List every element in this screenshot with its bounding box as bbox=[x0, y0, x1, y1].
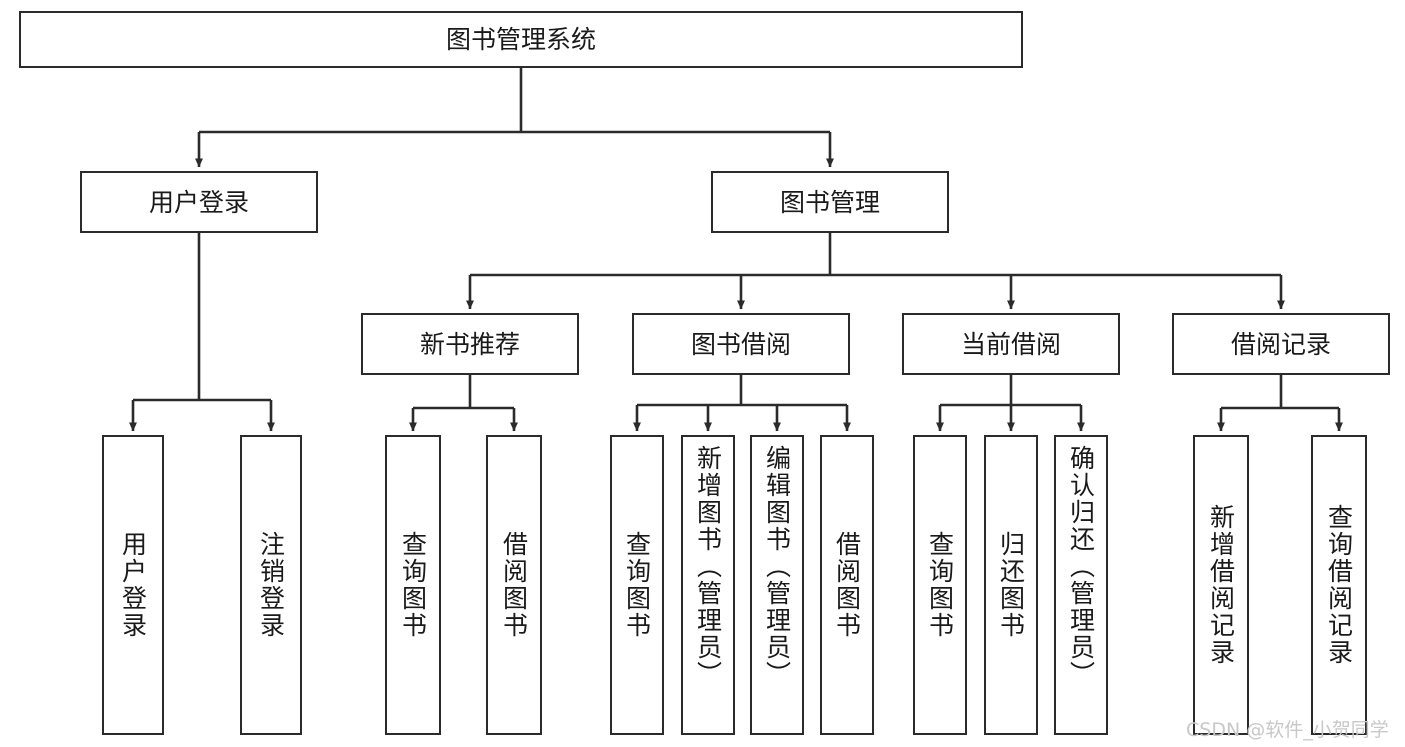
node-leaf-add-book-label: 新增图书（管理员） bbox=[693, 445, 723, 688]
node-leaf-add-record[interactable]: 新增借阅记录 bbox=[1193, 435, 1249, 735]
node-leaf-query-book-1-label: 查询图书 bbox=[398, 531, 428, 639]
node-new-book-recommend-label: 新书推荐 bbox=[419, 329, 520, 359]
node-borrow-record-label: 借阅记录 bbox=[1230, 329, 1331, 359]
node-leaf-query-book-2[interactable]: 查询图书 bbox=[610, 435, 664, 735]
node-current-borrow[interactable]: 当前借阅 bbox=[902, 313, 1120, 375]
node-book-borrow-label: 图书借阅 bbox=[690, 329, 791, 359]
node-leaf-query-book-1[interactable]: 查询图书 bbox=[385, 435, 441, 735]
node-user-login-label: 用户登录 bbox=[148, 187, 249, 217]
node-borrow-record[interactable]: 借阅记录 bbox=[1172, 313, 1390, 375]
node-leaf-query-book-3[interactable]: 查询图书 bbox=[913, 435, 967, 735]
node-leaf-edit-book-label: 编辑图书（管理员） bbox=[762, 445, 792, 688]
node-book-manage[interactable]: 图书管理 bbox=[711, 171, 949, 233]
node-book-borrow[interactable]: 图书借阅 bbox=[632, 313, 850, 375]
node-leaf-confirm-return-label: 确认归还（管理员） bbox=[1066, 445, 1096, 688]
node-leaf-borrow-book-2-label: 借阅图书 bbox=[832, 531, 862, 639]
node-root[interactable]: 图书管理系统 bbox=[19, 11, 1023, 68]
node-leaf-logout[interactable]: 注销登录 bbox=[240, 435, 302, 735]
node-user-login[interactable]: 用户登录 bbox=[80, 171, 318, 233]
node-leaf-query-record-label: 查询借阅记录 bbox=[1324, 504, 1354, 666]
node-root-label: 图书管理系统 bbox=[445, 25, 596, 54]
node-leaf-return-book-label: 归还图书 bbox=[996, 531, 1026, 639]
node-book-manage-label: 图书管理 bbox=[779, 187, 880, 217]
node-leaf-user-login[interactable]: 用户登录 bbox=[102, 435, 164, 735]
node-leaf-confirm-return[interactable]: 确认归还（管理员） bbox=[1054, 435, 1108, 735]
node-leaf-borrow-book-1[interactable]: 借阅图书 bbox=[486, 435, 542, 735]
node-leaf-query-book-3-label: 查询图书 bbox=[925, 531, 955, 639]
node-leaf-borrow-book-1-label: 借阅图书 bbox=[499, 531, 529, 639]
node-leaf-return-book[interactable]: 归还图书 bbox=[984, 435, 1038, 735]
node-leaf-edit-book[interactable]: 编辑图书（管理员） bbox=[750, 435, 804, 735]
node-leaf-logout-label: 注销登录 bbox=[256, 531, 286, 639]
node-leaf-user-login-label: 用户登录 bbox=[118, 531, 148, 639]
node-leaf-borrow-book-2[interactable]: 借阅图书 bbox=[820, 435, 874, 735]
node-new-book-recommend[interactable]: 新书推荐 bbox=[361, 313, 579, 375]
node-leaf-query-book-2-label: 查询图书 bbox=[622, 531, 652, 639]
node-current-borrow-label: 当前借阅 bbox=[960, 329, 1061, 359]
node-leaf-add-record-label: 新增借阅记录 bbox=[1206, 504, 1236, 666]
node-leaf-query-record[interactable]: 查询借阅记录 bbox=[1311, 435, 1367, 735]
node-leaf-add-book[interactable]: 新增图书（管理员） bbox=[681, 435, 735, 735]
